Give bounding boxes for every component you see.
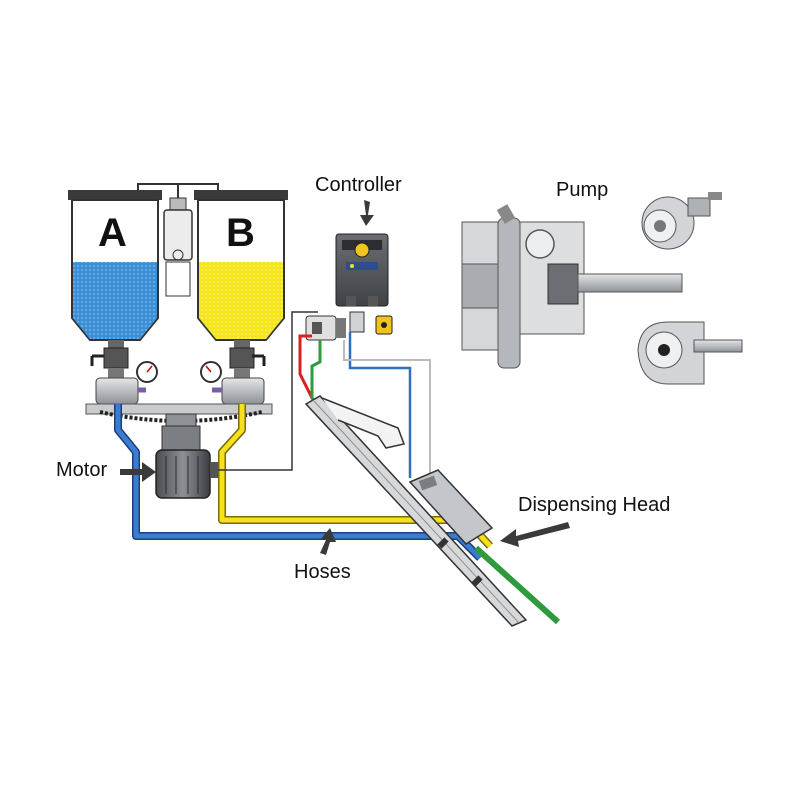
air-lines	[298, 332, 431, 478]
tank-b-outlet-valve	[229, 340, 255, 378]
pump-cutaway-large	[461, 204, 683, 369]
tank-a: A	[68, 190, 162, 341]
tank-b-fluid	[199, 262, 283, 339]
controller-unit	[335, 233, 389, 307]
pump-view-small-top	[641, 192, 722, 250]
tank-a-fluid	[73, 262, 157, 339]
motor	[155, 413, 218, 499]
tank-a-letter: A	[98, 211, 127, 255]
tank-a-outlet-valve	[103, 340, 129, 378]
tank-b: B	[194, 190, 288, 341]
pump-view-small-bottom	[637, 321, 743, 385]
label-controller: Controller	[315, 174, 402, 196]
arrow-dispensing-head-icon	[500, 522, 570, 547]
arrow-hoses-icon	[320, 528, 336, 555]
solenoid-valve-cluster	[305, 311, 393, 341]
desiccant-dryer	[137, 183, 219, 297]
controller-dial-icon	[354, 242, 370, 258]
arrow-controller-icon	[360, 200, 374, 226]
tank-b-letter: B	[226, 211, 255, 255]
label-hoses: Hoses	[294, 561, 351, 583]
arrow-motor-icon	[120, 462, 156, 482]
label-pump: Pump	[556, 179, 608, 201]
label-dispensing-head: Dispensing Head	[518, 494, 670, 516]
motor-control-cable	[218, 311, 318, 471]
metering-pump-a	[90, 354, 158, 405]
label-motor: Motor	[56, 459, 107, 481]
metering-pump-b	[200, 354, 266, 405]
dispensing-head	[304, 395, 561, 627]
